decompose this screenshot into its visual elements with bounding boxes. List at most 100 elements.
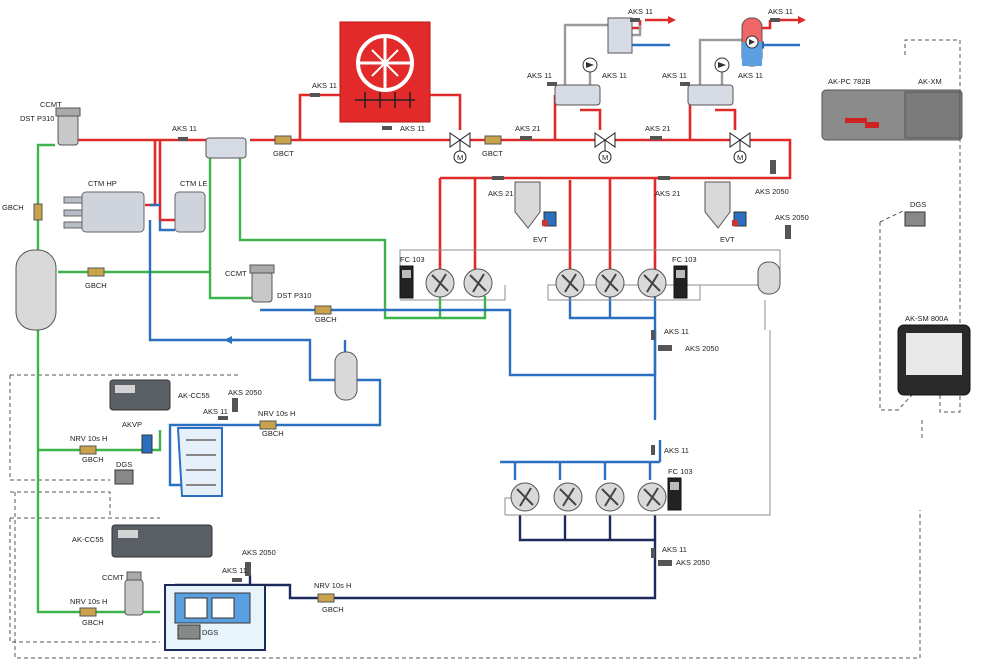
tap-water-heater[interactable] — [607, 17, 633, 54]
label-aks2050-right: AKS 2050 — [775, 213, 809, 222]
frequency-converter-3[interactable] — [667, 477, 682, 511]
nrv-valve-left2[interactable] — [79, 607, 97, 617]
ccmt-valve-bottom[interactable] — [124, 571, 144, 616]
heat-exchanger-1[interactable] — [554, 57, 601, 106]
ak-sm-monitor[interactable] — [897, 324, 971, 396]
label-aks2050-lt: AKS 2050 — [676, 558, 710, 567]
compressor-group-parallel — [555, 268, 667, 298]
compressor[interactable] — [595, 268, 625, 298]
ctm-le-block[interactable] — [174, 191, 206, 233]
dgs-detector-2[interactable] — [177, 624, 201, 640]
label-nrv-cc2: NRV 10s H — [314, 581, 351, 590]
gbct-valve-1[interactable] — [274, 135, 292, 145]
label-aks11-lt2: AKS 11 — [662, 545, 687, 554]
three-way-valve-3[interactable]: M — [729, 132, 751, 164]
compressor[interactable] — [510, 482, 540, 512]
label-aks11-hx1-top: AKS 11 — [628, 7, 653, 16]
label-ak-pc: AK-PC 782B — [828, 77, 871, 86]
water-inlet-pipes — [624, 41, 800, 49]
label-dst-mid: DST P310 — [277, 291, 311, 300]
label-aks21-3: AKS 21 — [488, 189, 513, 198]
heat-exchanger-2[interactable] — [687, 57, 734, 106]
label-aks21-4: AKS 21 — [655, 189, 680, 198]
arrow-heads-red — [668, 16, 806, 24]
gbch-valve-mid[interactable] — [314, 305, 332, 315]
oil-reservoir[interactable] — [757, 261, 781, 295]
gbch-valve-left[interactable] — [33, 203, 43, 221]
liquid-pipes — [36, 140, 487, 614]
compressor[interactable] — [553, 482, 583, 512]
compressor[interactable] — [555, 268, 585, 298]
gbch-valve-receiver[interactable] — [87, 267, 105, 277]
compressor[interactable] — [595, 482, 625, 512]
nrv-valve-left1[interactable] — [79, 445, 97, 455]
ball-valves — [33, 135, 502, 617]
frequency-converter-2[interactable] — [673, 265, 688, 299]
oil-separator-1[interactable] — [514, 181, 541, 229]
ccmt-valve-mid[interactable] — [249, 264, 275, 303]
communication-lines — [9, 39, 961, 659]
three-way-valve-2[interactable]: M — [594, 132, 616, 164]
label-gbch-cc2: GBCH — [322, 605, 344, 614]
label-nrv-left2: NRV 10s H — [70, 597, 107, 606]
label-gbch-receiver: GBCH — [85, 281, 107, 290]
mt-display-case[interactable] — [176, 427, 223, 497]
label-nrv-cc1: NRV 10s H — [258, 409, 295, 418]
oil-separator-2[interactable] — [704, 181, 731, 229]
label-gbch-left1: GBCH — [82, 455, 104, 464]
label-aks11-mt: AKS 11 — [664, 327, 689, 336]
evt-valve-2[interactable] — [732, 211, 747, 227]
nrv-valve-cc2[interactable] — [317, 593, 335, 603]
compressor[interactable] — [637, 482, 667, 512]
label-nrv-left1: NRV 10s H — [70, 434, 107, 443]
labels: CCMT DST P310 GBCH GBCH AKS 11 AKS 11 AK… — [2, 7, 948, 637]
ccmt-valve-top[interactable] — [55, 107, 81, 146]
evt-valve-1[interactable] — [542, 211, 557, 227]
compressor[interactable] — [637, 268, 667, 298]
compressor-group-mt — [425, 268, 493, 298]
label-fc103-2: FC 103 — [672, 255, 697, 264]
label-evt-2: EVT — [720, 235, 735, 244]
three-way-valve-1[interactable]: M — [449, 132, 471, 164]
motor-label: M — [737, 153, 743, 162]
label-aks11-top: AKS 11 — [172, 124, 197, 133]
dgs-detector-right[interactable] — [904, 211, 926, 227]
suction-accumulator[interactable] — [334, 351, 358, 401]
label-ctm-hp: CTM HP — [88, 179, 117, 188]
label-aks2050-mt: AKS 2050 — [685, 344, 719, 353]
plate-heat-exchanger[interactable] — [205, 137, 247, 159]
lt-freezer[interactable] — [164, 584, 266, 651]
label-akvp: AKVP — [122, 420, 142, 429]
label-ccmt-top: CCMT — [40, 100, 62, 109]
ak-cc55-controller-1[interactable] — [109, 379, 171, 411]
label-aks11-hx2-a: AKS 11 — [662, 71, 687, 80]
label-aks11-gc2: AKS 11 — [400, 124, 425, 133]
compressor[interactable] — [425, 268, 455, 298]
label-aks2050-top: AKS 2050 — [755, 187, 789, 196]
gbct-valve-2[interactable] — [484, 135, 502, 145]
ak-cc55-controller-2[interactable] — [111, 524, 213, 558]
nrv-valve-cc1[interactable] — [259, 420, 277, 430]
frequency-converter-1[interactable] — [399, 265, 414, 299]
ctm-hp-block[interactable] — [63, 191, 145, 233]
heat-recovery-pipes — [563, 23, 745, 90]
label-aks11-hx1-b: AKS 11 — [602, 71, 627, 80]
oil-lines — [399, 249, 781, 516]
compressor-group-lt — [510, 482, 667, 512]
label-gbct-1: GBCT — [273, 149, 294, 158]
ak-pc-controller[interactable] — [821, 89, 963, 141]
motor-label: M — [457, 153, 463, 162]
label-ak-cc55-2: AK-CC55 — [72, 535, 104, 544]
label-fc103-1: FC 103 — [400, 255, 425, 264]
gas-cooler[interactable] — [339, 21, 431, 123]
label-gbct-2: GBCT — [482, 149, 503, 158]
akvp-valve[interactable] — [141, 434, 153, 454]
hot-water-tank[interactable] — [741, 17, 763, 67]
dgs-detector-1[interactable] — [114, 469, 134, 485]
label-aks11-lt: AKS 11 — [664, 446, 689, 455]
compressor[interactable] — [463, 268, 493, 298]
liquid-receiver[interactable] — [15, 249, 57, 331]
high-pressure-pipes — [66, 18, 800, 275]
label-aks11-gc: AKS 11 — [312, 81, 337, 90]
